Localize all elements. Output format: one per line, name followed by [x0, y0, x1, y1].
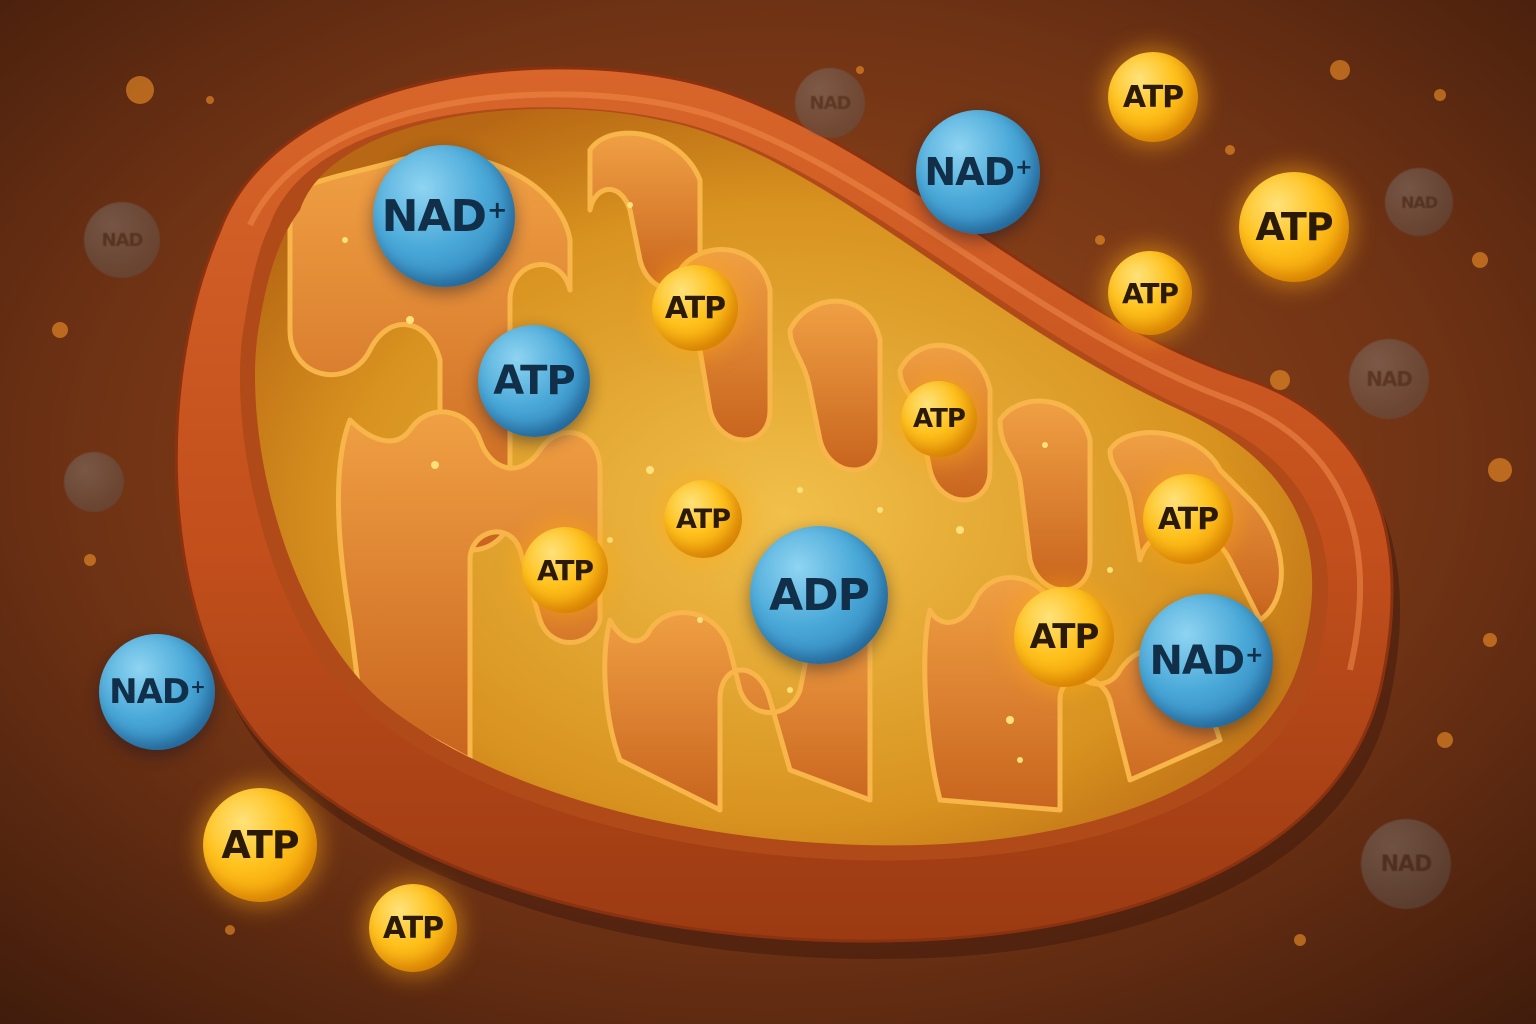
- molecule-label: ATP: [1255, 205, 1333, 249]
- charge-label: +: [487, 195, 507, 224]
- nad-molecule: NAD+: [916, 110, 1040, 234]
- molecule-label: ADP: [769, 569, 870, 621]
- molecule-label: NAD: [1400, 192, 1438, 212]
- molecule-label: ATP: [1122, 79, 1184, 115]
- faded-nad-molecule: NAD: [1385, 168, 1453, 236]
- nad-molecule: NAD+: [99, 634, 215, 750]
- faded-nad-molecule: NAD: [1361, 819, 1451, 909]
- faded-nad-molecule: NAD: [795, 68, 865, 138]
- molecule-label: NAD: [924, 150, 1015, 194]
- charge-label: +: [190, 676, 206, 698]
- molecule-label: NAD: [1149, 638, 1245, 684]
- molecule-label: ATP: [664, 290, 726, 326]
- adp-molecule: ADP: [750, 526, 888, 664]
- faded-molecule: [64, 452, 124, 512]
- atp-molecule: ATP: [1239, 172, 1349, 282]
- atp-molecule: ATP: [369, 884, 457, 972]
- molecule-label: ATP: [1029, 617, 1100, 657]
- molecule-label: NAD: [1366, 367, 1413, 391]
- nad-molecule: NAD+: [373, 145, 515, 287]
- molecule-label: ATP: [1157, 501, 1219, 537]
- atp-molecule: ATP: [1143, 474, 1233, 564]
- atp-molecule: ATP: [1014, 587, 1114, 687]
- charge-label: +: [1245, 643, 1263, 668]
- molecule-label: ATP: [913, 404, 966, 434]
- molecule-label: ATP: [536, 553, 594, 587]
- atp-molecule: ATP: [1108, 251, 1192, 335]
- molecule-label: ATP: [1121, 276, 1179, 310]
- molecule-label: NAD: [109, 672, 190, 712]
- molecule-label: ATP: [675, 503, 731, 535]
- atp-molecule-blue: ATP: [478, 325, 590, 437]
- molecule-label: NAD: [381, 190, 487, 242]
- molecule-label: ATP: [493, 358, 575, 404]
- atp-molecule: ATP: [652, 265, 738, 351]
- nad-molecule: NAD+: [1139, 594, 1273, 728]
- atp-molecule: ATP: [1108, 52, 1198, 142]
- atp-molecule: ATP: [203, 788, 317, 902]
- molecule-label: NAD: [809, 92, 852, 114]
- faded-nad-molecule: NAD: [84, 202, 160, 278]
- molecule-label: NAD: [1380, 851, 1433, 877]
- atp-molecule: ATP: [901, 381, 977, 457]
- molecule-label: NAD: [101, 229, 144, 251]
- charge-label: +: [1015, 154, 1032, 179]
- molecule-label: ATP: [382, 910, 444, 946]
- atp-molecule: ATP: [664, 480, 742, 558]
- atp-molecule: ATP: [522, 527, 608, 613]
- faded-nad-molecule: NAD: [1349, 339, 1429, 419]
- molecule-label: ATP: [221, 823, 299, 867]
